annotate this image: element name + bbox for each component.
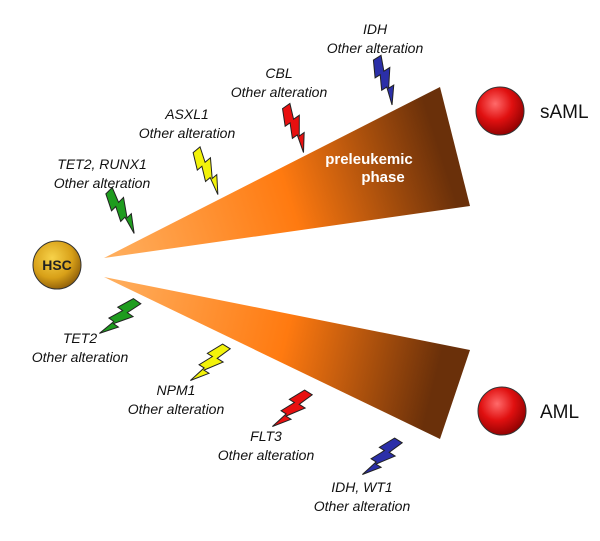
lower-note-2: Other alteration: [128, 401, 225, 417]
upper-bolt-icon-3: [281, 102, 305, 153]
phase-label-line2: phase: [361, 169, 404, 186]
lower-wedge: [104, 277, 470, 439]
upper-note-2: Other alteration: [139, 125, 236, 141]
upper-note-1: Other alteration: [54, 175, 151, 191]
lower-bolt-icon-2: [190, 343, 232, 381]
upper-gene-1: TET2, RUNX1: [57, 156, 146, 172]
lower-note-4: Other alteration: [314, 498, 411, 514]
lower-bolt-icon-1: [99, 298, 142, 334]
upper-note-3: Other alteration: [231, 84, 328, 100]
hsc-node: [32, 240, 82, 290]
upper-gene-2: ASXL1: [164, 106, 209, 122]
phase-label-line1: preleukemic: [325, 151, 413, 168]
lower-gene-1: TET2: [63, 330, 97, 346]
lower-bolt-icon-3: [272, 389, 314, 427]
lower-note-3: Other alteration: [218, 447, 315, 463]
saml-label: sAML: [540, 102, 589, 123]
saml-node: [475, 86, 525, 136]
upper-bolt-icon-1: [105, 186, 135, 234]
aml-node: [477, 386, 527, 436]
upper-wedge: [104, 87, 470, 258]
lower-gene-4: IDH, WT1: [331, 479, 392, 495]
upper-bolt-icon-2: [192, 146, 219, 195]
lower-gene-2: NPM1: [157, 382, 196, 398]
upper-bolt-icon-4: [372, 54, 395, 106]
upper-note-4: Other alteration: [327, 40, 424, 56]
mutation-bolts: [99, 54, 404, 475]
lower-gene-3: FLT3: [250, 428, 282, 444]
lower-note-1: Other alteration: [32, 349, 129, 365]
lower-bolt-icon-4: [362, 437, 404, 475]
aml-label: AML: [540, 402, 579, 423]
hsc-label: HSC: [42, 257, 72, 273]
upper-gene-3: CBL: [265, 65, 292, 81]
upper-gene-4: IDH: [363, 21, 388, 37]
